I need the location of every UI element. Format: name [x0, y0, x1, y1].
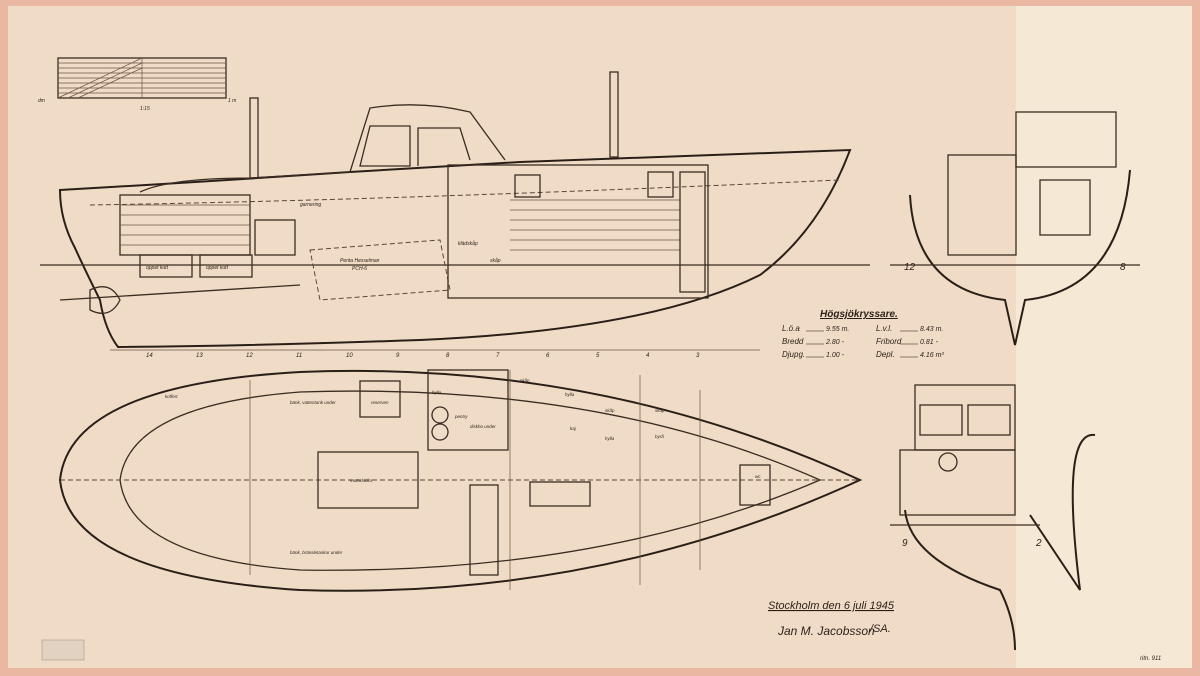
section-a-left-number: 12 [904, 262, 916, 273]
plan-label: reserven [371, 400, 389, 405]
station-number: 3 [696, 353, 700, 359]
tank-label-1: öppet kutt [146, 265, 169, 271]
station-number: 8 [446, 353, 450, 359]
tank-label-2: öppet kutt [206, 265, 229, 271]
boat-type-title: Högsjökryssare. [820, 309, 898, 320]
plan-label: motorlucka [350, 478, 373, 483]
signature-suffix: /SA. [869, 623, 891, 635]
station-number: 10 [346, 353, 353, 359]
station-number: 9 [396, 353, 400, 359]
plan-label: wc [755, 474, 761, 479]
plan-label: hylla [605, 436, 615, 441]
plan-label: diskho under [470, 424, 496, 429]
spec-value: 2.80 - [825, 339, 845, 346]
paper-strip [1016, 6, 1192, 668]
plan-label: pentry [454, 414, 468, 419]
station-number: 7 [496, 353, 500, 359]
station-numbers: 14 13 12 11 10 9 8 7 6 5 4 3 [146, 353, 700, 359]
station-number: 12 [246, 353, 253, 359]
locker-label: skåp [490, 257, 501, 264]
spec-label: L.ö.a [782, 324, 800, 333]
spec-label: Bredd [782, 337, 804, 346]
spec-value: 4.16 m³ [920, 352, 944, 359]
spec-value: 1.00 - [826, 352, 845, 359]
signature: Jan M. Jacobsson [777, 624, 875, 638]
spec-value: 8.43 m. [920, 326, 943, 333]
station-number: 13 [196, 353, 203, 359]
plan-label: byrå [655, 433, 664, 439]
plan-label: skåp [605, 407, 615, 413]
plan-label: bänk, vattentank under [290, 400, 336, 405]
drawing-sheet [8, 6, 1192, 668]
drawing-number: ritn. 911 [1140, 656, 1161, 662]
station-number: 14 [146, 353, 153, 359]
scale-label-right: 1 m [228, 98, 236, 104]
station-number: 11 [296, 353, 302, 359]
section-b-right-number: 2 [1035, 538, 1042, 549]
spec-value: 0.81 - [920, 339, 939, 346]
spec-label: Djupg. [782, 350, 805, 359]
spec-label: Fribord [876, 337, 902, 346]
spec-table: Högsjökryssare. L.ö.a 9.55 m. L.v.l. 8.43 m… [782, 309, 944, 359]
section-a-right-number: 8 [1120, 262, 1126, 273]
scale-ratio: 1:15 [140, 106, 150, 112]
scale-bar: dm 1 m 1:15 [38, 57, 236, 112]
station-number: 6 [546, 353, 550, 359]
plan-view: koffert bänk, vattentank under reserven hyl… [58, 369, 863, 592]
scale-label-left: dm [38, 98, 45, 104]
place-date: Stockholm den 6 juli 1945 [768, 600, 895, 612]
engine-model-label: PCH-6 [352, 266, 367, 272]
plan-label: koffert [165, 394, 178, 399]
spec-label: L.v.l. [876, 324, 892, 333]
station-number: 4 [646, 353, 650, 359]
station-number: 5 [596, 353, 600, 359]
plan-label: hylla [432, 390, 442, 395]
section-view-a: 12 8 [890, 111, 1140, 346]
plan-label: hylla [565, 392, 575, 397]
spec-value: 9.55 m. [826, 326, 849, 333]
section-b-left-number: 9 [902, 538, 908, 549]
engine-label: Penta Hesselman [340, 258, 380, 264]
plan-label: skåp [655, 407, 665, 413]
section-view-b: 9 2 [890, 384, 1096, 651]
hanging-locker-label: klädskåp [458, 240, 478, 247]
deck-label: garnering [300, 202, 321, 208]
profile-view: öppet kutt öppet kutt Penta Hesselman PC… [40, 71, 870, 351]
archive-stamp [41, 639, 85, 661]
spec-label: Depl. [876, 350, 895, 359]
plan-label: kaj [570, 426, 577, 431]
plan-label: skåp [520, 377, 530, 383]
plan-label: bänk, bränsletankar under [290, 550, 343, 555]
